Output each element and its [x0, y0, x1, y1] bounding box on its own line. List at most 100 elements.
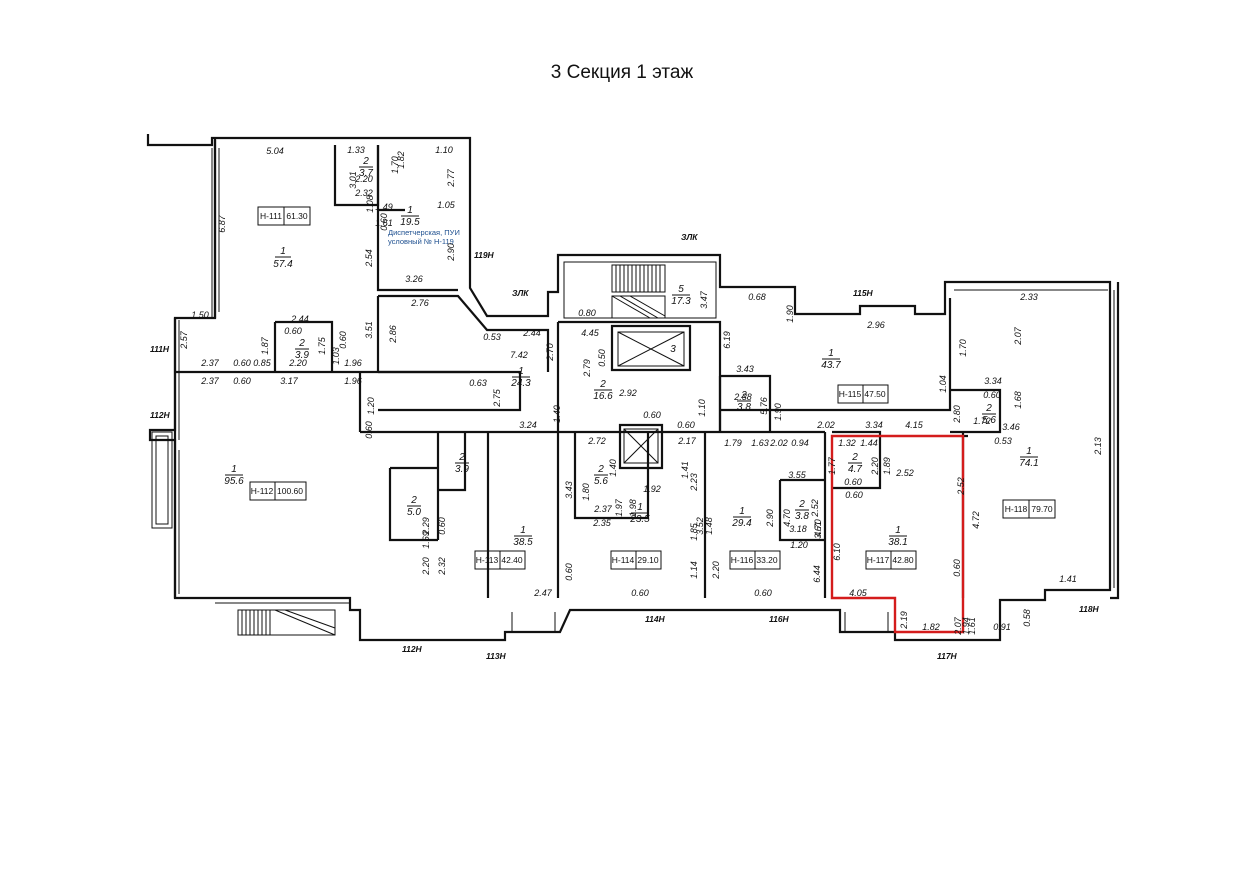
- svg-text:17.3: 17.3: [671, 296, 691, 307]
- svg-text:1: 1: [518, 366, 524, 377]
- dimension-label: 3.43: [736, 364, 754, 374]
- dimension-label: 3.52: [695, 517, 705, 535]
- dimension-label: 7.42: [510, 350, 528, 360]
- svg-text:23.5: 23.5: [629, 514, 650, 525]
- svg-text:Диспетчерская, ПУИ: Диспетчерская, ПУИ: [388, 228, 460, 237]
- svg-text:47.50: 47.50: [864, 389, 886, 399]
- svg-text:1: 1: [280, 246, 286, 257]
- dimension-label: 1.14: [689, 561, 699, 579]
- room-label: 123.5: [629, 502, 650, 525]
- dimension-label: 0.60: [364, 421, 374, 439]
- dispatch-note: Диспетчерская, ПУИ условный № Н-119: [388, 228, 460, 246]
- svg-text:118Н: 118Н: [1079, 604, 1100, 614]
- svg-text:2: 2: [298, 338, 305, 349]
- svg-text:119Н: 119Н: [474, 250, 495, 260]
- dimension-label: 6.10: [832, 543, 842, 561]
- svg-text:114Н: 114Н: [645, 614, 666, 624]
- svg-text:Н-117: Н-117: [867, 555, 890, 565]
- dimension-label: 2.57: [179, 330, 189, 350]
- room-label: 3: [670, 344, 676, 355]
- dimension-label: 2.07: [1013, 326, 1023, 346]
- dimension-label: 3.43: [564, 481, 574, 499]
- svg-text:61.30: 61.30: [286, 211, 308, 221]
- svg-text:33.20: 33.20: [756, 555, 778, 565]
- room-label: 157.4: [273, 246, 293, 270]
- dimension-label: 1.94: [961, 617, 971, 635]
- dimension-label: 2.17: [677, 436, 697, 446]
- dimension-label: 1.41: [680, 461, 690, 479]
- dimension-label: 2.80: [952, 405, 962, 424]
- dimension-label: 3.01: [348, 171, 358, 189]
- dimension-label: 1.40: [608, 459, 618, 477]
- dimension-label: 0.60: [284, 326, 302, 336]
- dimension-label: 2.70: [545, 343, 555, 362]
- dimension-label: 3.17: [280, 376, 299, 386]
- dimension-label: 2.20: [711, 561, 721, 580]
- svg-text:ЗЛК: ЗЛК: [512, 288, 529, 298]
- dimension-label: 2.20: [421, 557, 431, 576]
- svg-text:1: 1: [637, 502, 643, 513]
- dimension-label: 3.51: [364, 321, 374, 339]
- dimension-label: 1.87: [260, 336, 270, 355]
- svg-text:2: 2: [985, 403, 992, 414]
- dimension-label: 4.70: [782, 509, 792, 527]
- dimension-label: 2.52: [810, 499, 820, 518]
- dimension-label: 0.60: [631, 588, 649, 598]
- dimension-label: 1.77: [827, 456, 837, 475]
- svg-text:1: 1: [1026, 446, 1032, 457]
- dimension-label: 0.60: [233, 358, 251, 368]
- dimension-label: 0.60: [845, 490, 863, 500]
- room-label: 195.6: [224, 464, 244, 487]
- svg-text:2: 2: [362, 156, 369, 167]
- dimension-label: 1.33: [347, 145, 365, 155]
- dimension-label: 1.61: [967, 617, 977, 635]
- elevator-shafts: [617, 331, 685, 464]
- dimension-label: 4.70: [813, 519, 823, 537]
- dimension-label: 1.41: [1059, 574, 1077, 584]
- room-label: 25.6: [982, 403, 996, 426]
- dimension-label: 3.34: [865, 420, 883, 430]
- svg-text:Н-111: Н-111: [260, 211, 282, 221]
- svg-text:1: 1: [231, 464, 237, 475]
- dimension-label: 5.76: [759, 397, 769, 415]
- dimension-label: 0.50: [597, 349, 607, 367]
- dimension-label: 3.61: [813, 521, 823, 539]
- svg-text:95.6: 95.6: [224, 476, 244, 487]
- stairs-bottom: [237, 609, 336, 636]
- dimension-label: 1.49: [375, 202, 393, 212]
- dimension-label: 1.05: [437, 200, 456, 210]
- dimension-label: 0.60: [437, 517, 447, 535]
- dimension-label: 4.05: [849, 588, 868, 598]
- dimension-label: 5.04: [266, 146, 284, 156]
- svg-text:43.7: 43.7: [821, 360, 841, 371]
- svg-text:1: 1: [407, 205, 413, 216]
- dimension-label: 2.32: [437, 557, 447, 576]
- room-label: 23.8: [737, 390, 751, 413]
- dimension-label: 1.03: [331, 347, 341, 365]
- svg-text:74.1: 74.1: [1019, 458, 1038, 469]
- svg-text:ЗЛК: ЗЛК: [681, 232, 698, 242]
- svg-text:116Н: 116Н: [769, 614, 790, 624]
- dimension-label: 1.20: [366, 397, 376, 415]
- dimension-label: 1.44: [860, 438, 878, 448]
- dimension-label: 2.54: [364, 249, 374, 268]
- svg-text:3: 3: [670, 344, 676, 355]
- dimension-label: 1.72: [973, 416, 991, 426]
- dimension-label: 1.75: [317, 336, 327, 355]
- dimension-label: 2.79: [582, 359, 592, 378]
- dimension-label: 2.75: [492, 388, 502, 408]
- dimension-label: 1.80: [581, 483, 591, 501]
- svg-text:117Н: 117Н: [937, 651, 958, 661]
- dimension-label: 0.60: [564, 563, 574, 581]
- svg-text:42.40: 42.40: [501, 555, 523, 565]
- room-label: 143.7: [821, 348, 841, 371]
- dimension-label: 1.04: [938, 375, 948, 393]
- svg-text:5: 5: [678, 284, 684, 295]
- dimension-label: 2.29: [421, 517, 431, 536]
